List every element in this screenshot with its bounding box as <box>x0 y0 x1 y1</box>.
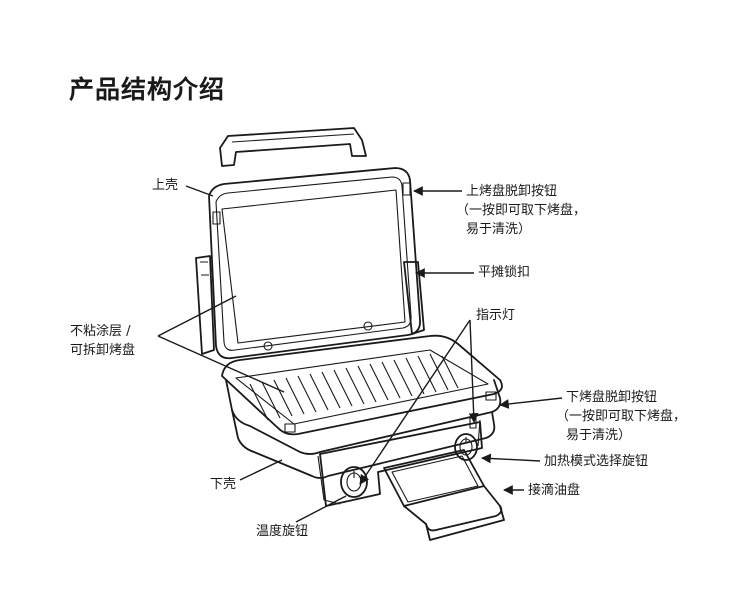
label-line: 上烤盘脱卸按钮 <box>466 184 558 199</box>
label-line: （一按即可取下烤盘， <box>556 409 687 424</box>
grill-ribs <box>249 353 459 421</box>
label-drip-tray: 接滴油盘 <box>528 483 581 498</box>
label-line: 易于清洗） <box>566 428 632 443</box>
label-upper-shell: 上壳 <box>152 178 179 193</box>
label-line: 可拆卸烤盘 <box>70 343 136 358</box>
lower-plate <box>221 334 503 436</box>
page-title: 产品结构介绍 <box>69 75 226 104</box>
leader-lines <box>157 185 563 523</box>
label-heating-mode-knob: 加热模式选择旋钮 <box>544 454 649 469</box>
label-line: 易于清洗） <box>466 222 532 237</box>
mode-knob-shape <box>454 433 478 461</box>
hinge-arms <box>195 255 425 355</box>
label-line: 不粘涂层 / <box>70 324 131 339</box>
label-temperature-knob: 温度旋钮 <box>256 524 309 539</box>
label-line: 下烤盘脱卸按钮 <box>566 390 658 405</box>
label-line: （一按即可取下烤盘， <box>456 203 587 218</box>
label-lower-plate-release-button: 下烤盘脱卸按钮 （一按即可取下烤盘， 易于清洗） <box>556 388 686 445</box>
temperature-knob-shape <box>340 466 368 498</box>
lid-handle <box>219 127 367 167</box>
label-flat-lock: 平摊锁扣 <box>478 265 531 280</box>
label-indicator-light: 指示灯 <box>476 308 516 323</box>
upper-lid <box>208 167 421 360</box>
label-upper-plate-release-button: 上烤盘脱卸按钮 （一按即可取下烤盘， 易于清洗） <box>456 182 586 239</box>
lower-shell-body <box>225 379 502 505</box>
label-nonstick-plates: 不粘涂层 / 可拆卸烤盘 <box>70 322 135 360</box>
label-lower-shell: 下壳 <box>210 477 237 492</box>
drip-tray-shape <box>383 449 505 541</box>
